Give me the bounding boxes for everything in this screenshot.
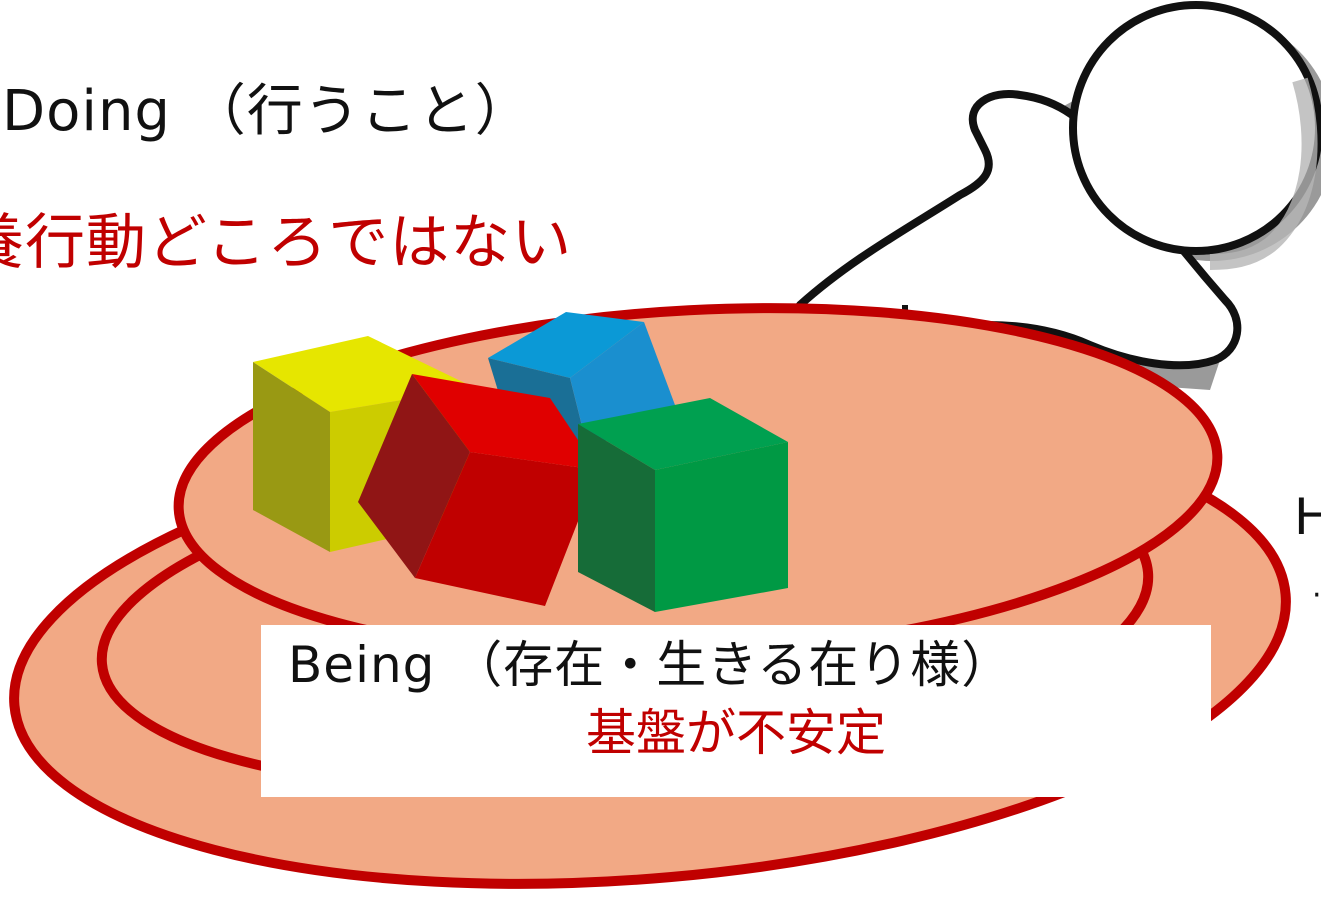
green-cube-icon: [578, 398, 788, 612]
being-label-box: Being （存在・生きる在り様） 基盤が不安定: [261, 625, 1211, 797]
doing-subtitle: 養行動どころではない: [0, 208, 573, 278]
doing-title: Doing （行うこと）: [2, 79, 532, 144]
being-subtitle: 基盤が不安定: [586, 704, 886, 762]
red-cube-icon: [358, 374, 598, 606]
side-letter: H: [1294, 488, 1321, 546]
figure-pushing-icon: [796, 1, 1321, 390]
being-title: Being （存在・生きる在り様）: [288, 636, 1013, 694]
side-fragment: ·: [1312, 578, 1321, 613]
